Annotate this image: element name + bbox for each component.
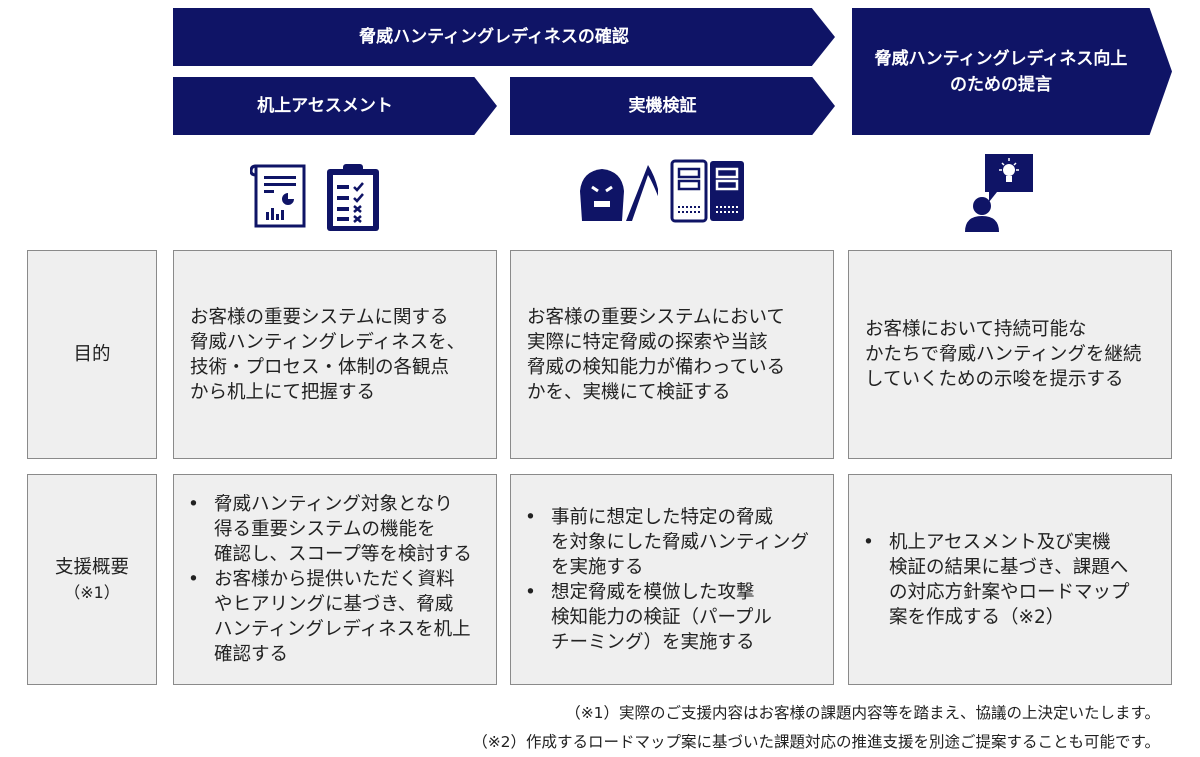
list-item: • 想定脅威を模倣した攻撃検知能力の検証（パープルチーミング）を実施する [525,580,833,655]
real-verification-arrow: 実機検証 [510,77,835,135]
checklist-clipboard-icon [327,164,379,231]
purpose-row-label: 目的 [27,250,157,459]
text-line: お客様の重要システムにおいて [527,306,785,328]
desk-assessment-label: 机上アセスメント [257,96,393,116]
text-line: の対応方針案やロードマップ [889,581,1130,603]
support-note: （※1） [64,582,120,602]
person-idea-icon [965,154,1033,232]
list-item: • 事前に想定した特定の脅威を対象にした脅威ハンティングを実施する [525,505,833,580]
text-line: 検知能力の検証（パープル [551,606,772,628]
support-row-label: 支援概要 （※1） [27,474,157,685]
readiness-check-label: 脅威ハンティングレディネスの確認 [359,27,629,47]
bullet: • [188,569,199,590]
text-line: 案を作成する（※2） [889,606,1065,628]
bullet: • [525,506,536,528]
desk-assessment-arrow: 机上アセスメント [173,77,497,135]
support-label: 支援概要 [54,556,129,578]
purpose-label: 目的 [73,344,111,365]
text-line: 検証の結果に基づき、課題へ [889,556,1129,578]
server-icon [670,159,744,223]
support-desk-assessment: • 脅威ハンティング対象となり得る重要システムの機能を確認し、スコープ等を検討する… [173,474,497,685]
text-line: 確認し、スコープ等を検討する [214,544,472,565]
purpose-desk-assessment: お客様の重要システムに関する脅威ハンティングレディネスを、技術・プロセス・体制の… [173,250,497,459]
text-line: から机上にて把握する [190,381,376,403]
text-line: 事前に想定した特定の脅威 [551,506,774,528]
text-line: ハンティングレディネスを机上 [214,619,471,640]
text-line: 脅威ハンティング対象となり [214,494,453,515]
bullet: • [863,531,874,553]
text-line: お客様の重要システムに関する [190,306,449,328]
list-item: • 脅威ハンティング対象となり得る重要システムの機能を確認し、スコープ等を検討する [188,492,496,567]
support-proposal: • 机上アセスメント及び実機検証の結果に基づき、課題への対応方針案やロードマップ案… [848,474,1172,685]
readiness-check-arrow: 脅威ハンティングレディネスの確認 [173,8,835,66]
purpose-proposal: お客様において持続可能なかたちで脅威ハンティングを継続していくための示唆を提示す… [848,250,1172,459]
text-line: チーミング）を実施する [551,631,755,653]
text-line: 実際に特定脅威の探索や当該 [527,331,768,353]
text-line: 確認する [214,644,289,665]
proposal-label-line: のための提言 [949,74,1052,95]
text-line: 技術・プロセス・体制の各観点 [190,356,450,378]
list-item: • お客様から提供いただく資料やヒアリングに基づき、脅威ハンティングレディネスを机… [188,567,496,667]
text-line: 机上アセスメント及び実機 [889,531,1111,553]
support-real-verification: • 事前に想定した特定の脅威を対象にした脅威ハンティングを実施する • 想定脅威を模… [510,474,834,685]
text-line: 脅威ハンティングレディネスを、 [190,331,466,353]
text-line: を実施する [551,556,644,578]
list-item: • 机上アセスメント及び実機検証の結果に基づき、課題への対応方針案やロードマップ案… [863,530,1171,630]
report-document-icon [250,164,306,228]
text-line: かたちで脅威ハンティングを継続 [865,344,1142,365]
text-line: していくための示唆を提示する [865,369,1124,390]
text-line: 得る重要システムの機能を [214,519,436,540]
text-line: を対象にした脅威ハンティング [551,531,809,553]
proposal-arrow: 脅威ハンティングレディネス向上のための提言 [852,8,1172,135]
real-verification-label: 実機検証 [628,96,697,116]
text-line: やヒアリングに基づき、脅威 [214,594,454,615]
threat-reaper-icon [580,165,658,221]
footnote-2: （※2）作成するロードマップ案に基づいた課題対応の推進支援を別途ご提案することも… [472,733,1160,751]
text-line: かを、実機にて検証する [527,381,731,403]
bullet: • [525,581,536,603]
bullet: • [188,494,199,515]
text-line: 想定脅威を模倣した攻撃 [551,581,755,603]
purpose-real-verification: お客様の重要システムにおいて実際に特定脅威の探索や当該脅威の検知能力が備わってい… [510,250,834,459]
text-line: お客様において持続可能な [865,319,1087,340]
footnote-1: （※1）実際のご支援内容はお客様の課題内容等を踏まえ、協議の上決定いたします。 [565,704,1160,722]
text-line: お客様から提供いただく資料 [214,569,455,590]
proposal-label-line: 脅威ハンティングレディネス向上 [874,48,1128,69]
text-line: 脅威の検知能力が備わっている [527,356,786,378]
